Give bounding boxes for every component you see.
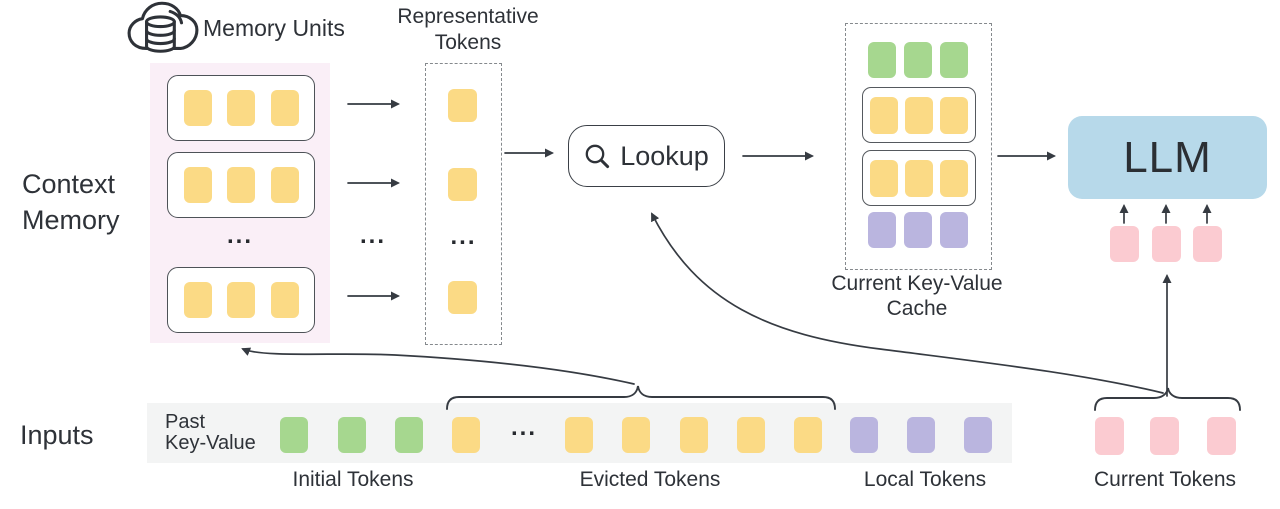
inputs-label: Inputs — [20, 420, 94, 450]
llm-label: LLM — [1123, 132, 1212, 182]
evicted-token — [565, 417, 593, 453]
current-token — [1207, 417, 1236, 455]
evicted-token — [622, 417, 650, 453]
local-token — [964, 417, 992, 453]
cache-memory-token — [905, 159, 933, 197]
llm-feed-token — [1110, 226, 1139, 262]
past-kv-strip: Past Key-Value ... — [147, 403, 1012, 463]
representative-token — [448, 168, 477, 201]
cloud-database-icon — [127, 1, 199, 53]
magnifier-icon — [585, 144, 610, 168]
arrow-evicted-to-memory — [241, 347, 635, 385]
current-token — [1095, 417, 1124, 455]
current-kv-cache-box — [845, 23, 992, 270]
memory-token — [227, 90, 255, 126]
local-token — [850, 417, 878, 453]
lookup-label: Lookup — [620, 140, 709, 171]
cache-local-row — [862, 212, 974, 248]
evicted-token — [452, 417, 480, 453]
cache-memory-unit-row — [862, 150, 976, 206]
cache-memory-unit-row — [862, 87, 976, 143]
current-tokens-brace — [1094, 387, 1241, 411]
cache-memory-token — [905, 96, 933, 134]
memory-unit-row — [167, 152, 315, 218]
cache-memory-token — [870, 96, 898, 134]
memory-token — [183, 90, 212, 126]
memory-token — [270, 90, 299, 126]
past-kv-label: Past Key-Value — [165, 411, 256, 454]
current-kv-cache-label: Current Key-Value Cache — [831, 272, 1003, 320]
representative-token — [448, 281, 477, 314]
cache-memory-token — [870, 159, 898, 197]
memory-token — [183, 282, 212, 318]
llm-feed-token — [1152, 226, 1181, 262]
strip-ellipsis: ... — [510, 414, 537, 441]
cache-local-token — [868, 212, 896, 248]
evicted-token — [680, 417, 708, 453]
representative-token — [448, 89, 477, 122]
representative-tokens-label: Representative Tokens — [397, 5, 539, 54]
context-memory-label: Context Memory — [22, 169, 120, 235]
cache-initial-token — [904, 42, 932, 78]
memory-token — [270, 282, 299, 318]
initial-token — [338, 417, 366, 453]
local-tokens-label: Local Tokens — [863, 468, 987, 491]
context-memory-panel: ... — [150, 63, 330, 343]
cache-initial-row — [862, 42, 974, 78]
evicted-tokens-label: Evicted Tokens — [579, 468, 721, 491]
initial-token — [395, 417, 423, 453]
memory-token — [227, 167, 255, 203]
evicted-token — [737, 417, 765, 453]
current-tokens-label: Current Tokens — [1093, 468, 1237, 491]
initial-token — [280, 417, 308, 453]
llm-box: LLM — [1068, 116, 1267, 199]
memory-unit-row — [167, 267, 315, 333]
cache-memory-token — [940, 96, 968, 134]
mid-ellipsis: ... — [359, 222, 386, 249]
cache-local-token — [940, 212, 968, 248]
cache-local-token — [904, 212, 932, 248]
local-token — [907, 417, 935, 453]
representative-tokens-box: ... — [425, 63, 502, 345]
representative-ellipsis: ... — [450, 223, 477, 250]
llm-feed-token — [1193, 226, 1222, 262]
memory-units-label: Memory Units — [203, 15, 345, 41]
memory-token — [227, 282, 255, 318]
memory-token — [183, 167, 212, 203]
memory-token — [270, 167, 299, 203]
initial-tokens-label: Initial Tokens — [292, 468, 414, 491]
lookup-box: Lookup — [568, 125, 725, 187]
memory-ellipsis: ... — [226, 222, 253, 249]
cache-memory-token — [940, 159, 968, 197]
cache-initial-token — [868, 42, 896, 78]
evicted-token — [794, 417, 822, 453]
current-token — [1150, 417, 1179, 455]
cache-initial-token — [940, 42, 968, 78]
memory-unit-row — [167, 75, 315, 141]
